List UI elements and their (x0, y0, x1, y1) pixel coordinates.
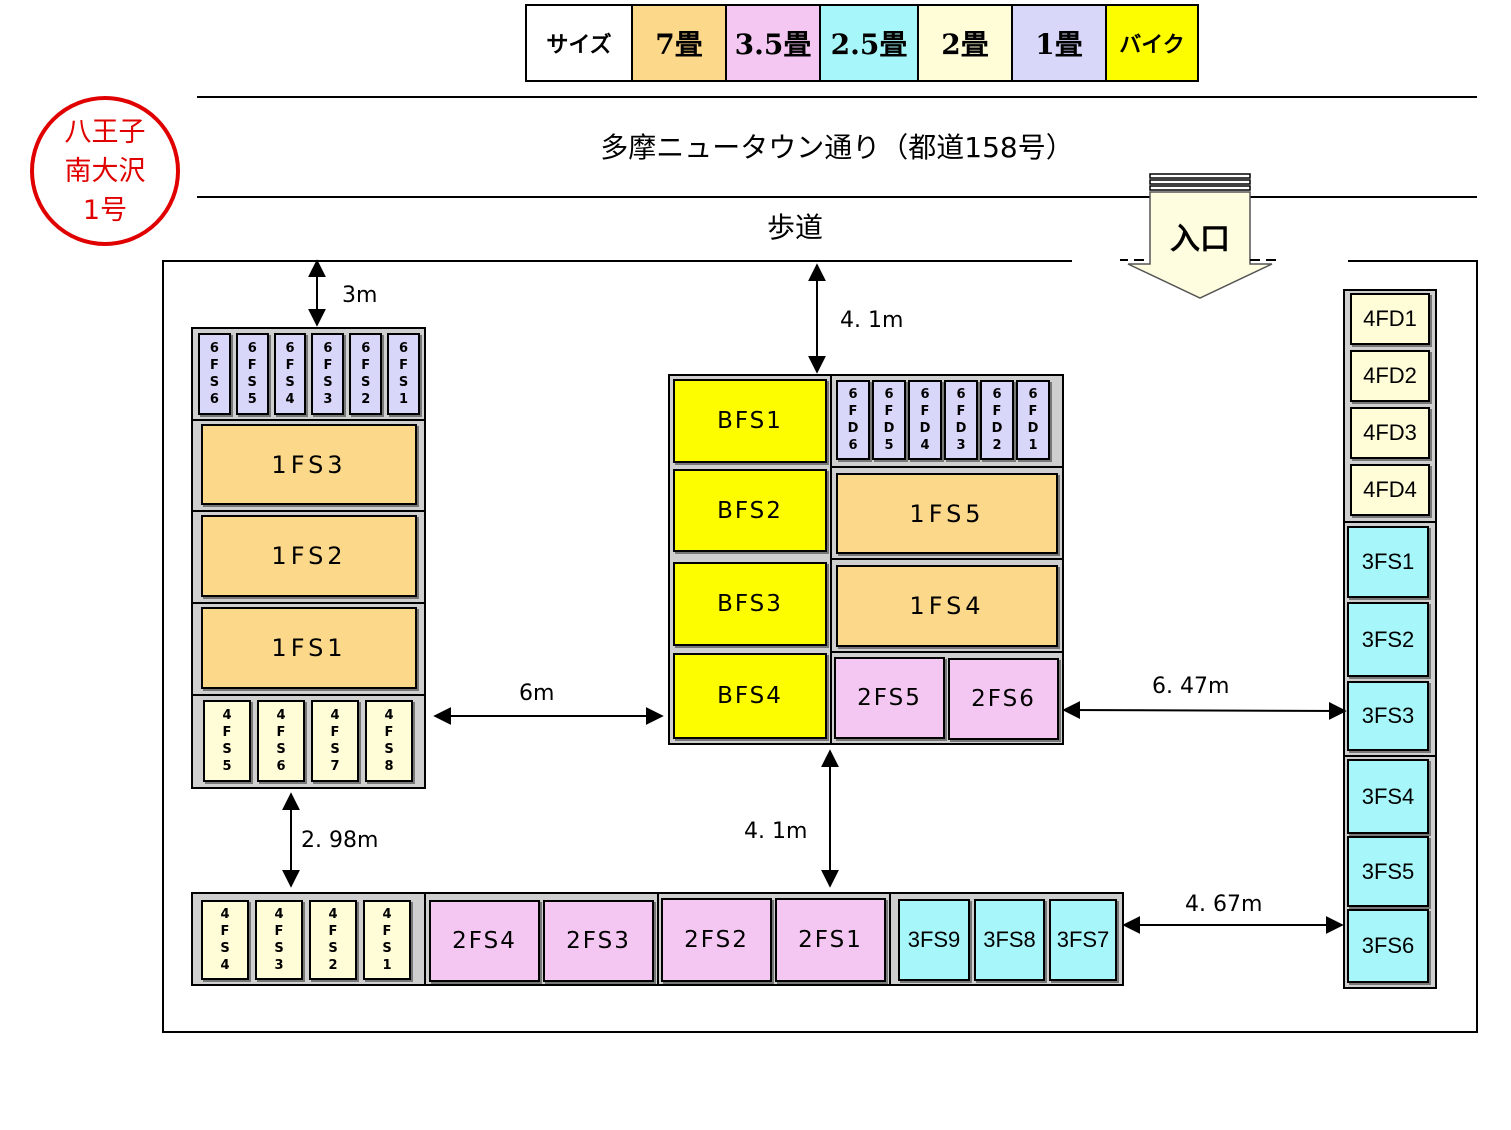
legend-7jo: 7畳 (633, 6, 727, 80)
divider (832, 651, 1064, 653)
road-line-top (197, 96, 1477, 98)
divider (832, 558, 1064, 560)
stamp-line-3: 1号 (82, 194, 128, 226)
left-1jo-row: 6 F S 6 6 F S 5 6 F S 4 6 F S 3 6 F S 2 … (198, 333, 420, 417)
divider (832, 466, 1064, 468)
unit-6fs4[interactable]: 6 F S 4 (273, 333, 307, 415)
legend-2jo: 2畳 (919, 6, 1013, 80)
unit-2fs3[interactable]: 2FS3 (543, 900, 654, 982)
unit-3fs2[interactable]: 3FS2 (1347, 602, 1429, 677)
unit-1fs3[interactable]: 1FS3 (201, 424, 417, 505)
dimension-label-3m: 3m (342, 283, 378, 308)
divider (889, 892, 891, 986)
legend-bike: バイク (1107, 6, 1197, 80)
lot-boundary (162, 261, 1478, 1033)
location-stamp: 八王子 南大沢 1号 (30, 96, 180, 246)
center-1jo-row: 6 F D 6 6 F D 5 6 F D 4 6 F D 3 6 F D 2 … (836, 380, 1052, 460)
unit-6fs6[interactable]: 6 F S 6 (198, 333, 231, 415)
unit-2fs5[interactable]: 2FS5 (834, 657, 945, 739)
unit-3fs4[interactable]: 3FS4 (1347, 759, 1429, 834)
entrance-arrow-icon (1120, 173, 1280, 299)
divider (191, 602, 426, 604)
legend-1jo: 1畳 (1013, 6, 1107, 80)
unit-3fs6[interactable]: 3FS6 (1347, 909, 1429, 983)
unit-6fd5[interactable]: 6 F D 5 (872, 380, 906, 460)
unit-6fd4[interactable]: 6 F D 4 (908, 380, 942, 460)
unit-6fs3[interactable]: 6 F S 3 (311, 333, 345, 415)
divider (424, 892, 426, 986)
legend-2-5jo: 2.5畳 (821, 6, 919, 80)
unit-4fs2[interactable]: 4 F S 2 (309, 900, 357, 980)
divider (191, 419, 426, 421)
unit-6fs2[interactable]: 6 F S 2 (349, 333, 383, 415)
left-2jo-row: 4 F S 5 4 F S 6 4 F S 7 4 F S 8 (203, 700, 415, 782)
unit-1fs5[interactable]: 1FS5 (836, 473, 1058, 554)
unit-6fd1[interactable]: 6 F D 1 (1016, 380, 1050, 460)
stamp-line-2: 南大沢 (64, 155, 146, 187)
size-legend: サイズ 7畳 3.5畳 2.5畳 2畳 1畳 バイク (525, 4, 1199, 82)
dimension-label-4-67m: 4. 67m (1185, 892, 1263, 917)
legend-size-label: サイズ (527, 6, 633, 80)
road-line-bottom (197, 196, 1477, 198)
entrance-label: 入口 (1170, 222, 1230, 257)
unit-6fs1[interactable]: 6 F S 1 (387, 333, 420, 415)
divider (191, 510, 426, 512)
divider (191, 694, 426, 696)
dimension-label-4-1m-top: 4. 1m (840, 308, 904, 333)
unit-1fs2[interactable]: 1FS2 (201, 515, 417, 597)
unit-4fs6[interactable]: 4 F S 6 (257, 700, 305, 782)
unit-4fs5[interactable]: 4 F S 5 (203, 700, 251, 782)
unit-3fs9[interactable]: 3FS9 (898, 899, 970, 981)
legend-3-5jo: 3.5畳 (727, 6, 821, 80)
divider (1343, 521, 1437, 523)
unit-4fs8[interactable]: 4 F S 8 (365, 700, 413, 782)
dimension-label-6-47m: 6. 47m (1152, 674, 1230, 699)
dimension-label-4-1m-bottom: 4. 1m (744, 819, 808, 844)
unit-6fd6[interactable]: 6 F D 6 (836, 380, 870, 460)
sidewalk-label: 歩道 (766, 211, 823, 244)
unit-3fs5[interactable]: 3FS5 (1347, 836, 1429, 907)
unit-4fd4[interactable]: 4FD4 (1350, 464, 1430, 516)
unit-3fs8[interactable]: 3FS8 (974, 899, 1045, 981)
unit-bfs4[interactable]: BFS4 (673, 653, 827, 739)
unit-6fd2[interactable]: 6 F D 2 (980, 380, 1014, 460)
divider (1343, 755, 1437, 757)
lot-top-edge-right (1348, 260, 1478, 262)
unit-4fs1[interactable]: 4 F S 1 (363, 900, 411, 980)
road-name: 多摩ニュータウン通り（都道158号） (600, 131, 1074, 164)
divider (657, 892, 659, 986)
unit-3fs3[interactable]: 3FS3 (1347, 681, 1429, 751)
unit-1fs4[interactable]: 1FS4 (836, 565, 1058, 647)
unit-4fd2[interactable]: 4FD2 (1350, 350, 1430, 402)
unit-bfs1[interactable]: BFS1 (673, 379, 827, 463)
unit-bfs2[interactable]: BFS2 (673, 469, 827, 552)
unit-4fs7[interactable]: 4 F S 7 (311, 700, 359, 782)
unit-3fs1[interactable]: 3FS1 (1347, 526, 1429, 598)
unit-4fs4[interactable]: 4 F S 4 (201, 900, 249, 980)
dimension-label-6m: 6m (519, 681, 555, 706)
unit-2fs2[interactable]: 2FS2 (661, 898, 772, 982)
unit-bfs3[interactable]: BFS3 (673, 562, 827, 646)
unit-6fs5[interactable]: 6 F S 5 (235, 333, 269, 415)
unit-6fd3[interactable]: 6 F D 3 (944, 380, 978, 460)
unit-4fs3[interactable]: 4 F S 3 (255, 900, 303, 980)
unit-3fs7[interactable]: 3FS7 (1049, 899, 1117, 981)
unit-1fs1[interactable]: 1FS1 (201, 607, 417, 689)
dimension-label-2-98m: 2. 98m (301, 828, 379, 853)
lot-top-edge-left (162, 260, 1072, 262)
stamp-line-1: 八王子 (64, 116, 146, 148)
unit-2fs4[interactable]: 2FS4 (429, 900, 540, 982)
divider (830, 374, 832, 745)
unit-2fs6[interactable]: 2FS6 (948, 658, 1059, 740)
unit-2fs1[interactable]: 2FS1 (775, 898, 886, 982)
unit-4fd1[interactable]: 4FD1 (1350, 293, 1430, 345)
bottom-2jo-group: 4 F S 4 4 F S 3 4 F S 2 4 F S 1 (201, 900, 415, 980)
unit-4fd3[interactable]: 4FD3 (1350, 407, 1430, 459)
